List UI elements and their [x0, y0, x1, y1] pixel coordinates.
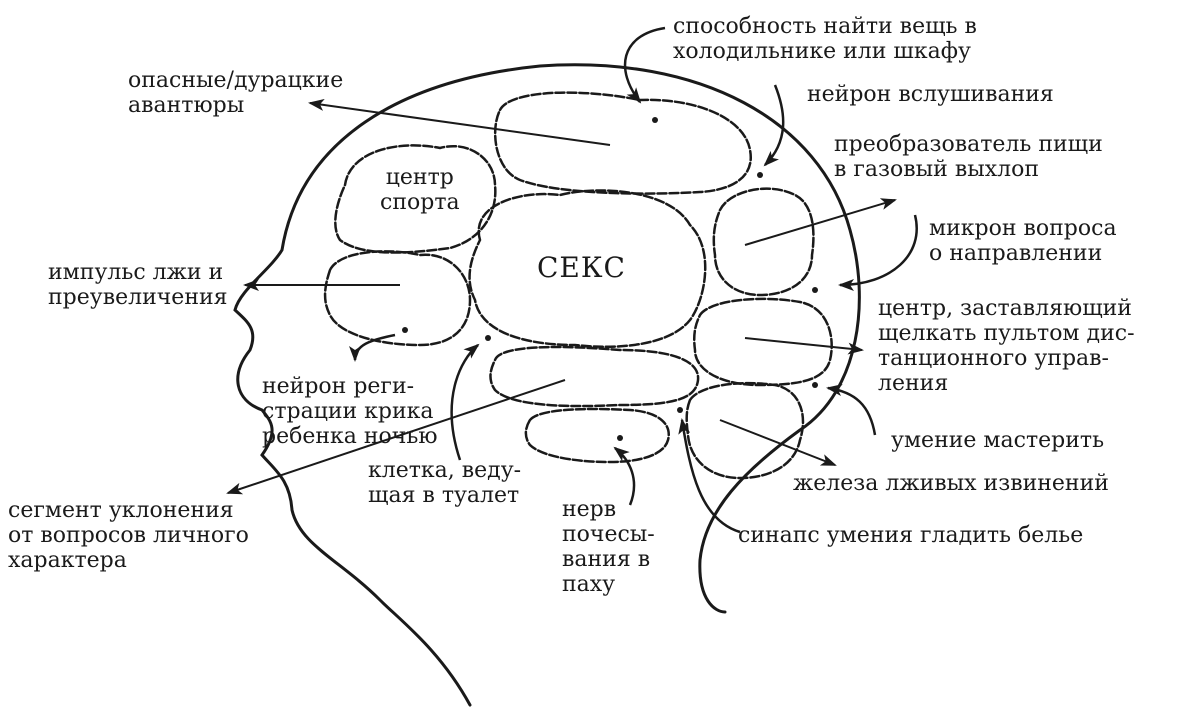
arrow-baby — [349, 333, 396, 362]
arrow-remote — [744, 337, 864, 355]
arrow-food — [744, 198, 897, 246]
label-scratch: нерв почесы- вания в паху — [562, 497, 655, 597]
arrow-directions — [838, 214, 918, 291]
arrow-apologies — [719, 419, 837, 466]
arrow-listening — [763, 84, 785, 167]
label-listening: нейрон вслушивания — [807, 82, 1054, 107]
arrow-adventures — [308, 98, 611, 146]
arrow-toilet — [450, 343, 480, 461]
label-toilet: клетка, веду- щая в туалет — [368, 458, 522, 508]
label-baby: нейрон реги- страции крика ребенка ночью — [262, 374, 438, 449]
label-directions: микрон вопроса о направлении — [929, 216, 1117, 266]
label-adventures: опасные/дурацкие авантюры — [128, 68, 344, 118]
lobe-sport — [334, 144, 497, 254]
lobe-top — [493, 91, 753, 195]
label-lies: импульс лжи и преувеличения — [48, 260, 228, 310]
center-label-sex: СЕКС — [537, 251, 626, 284]
label-remote: центр, заставляющий щелкать пультом дис-… — [878, 296, 1135, 396]
lobe-right-upper — [712, 187, 815, 297]
label-fridge: способность найти вещь в холодильнике ил… — [673, 14, 977, 64]
arrow-fridge — [623, 26, 666, 104]
lobe-lies — [323, 250, 472, 347]
label-food: преобразователь пищи в газовый выхлоп — [834, 132, 1103, 182]
head-outline — [233, 63, 861, 707]
lobe-right-mid — [692, 297, 833, 387]
label-sport: центр спорта — [380, 165, 460, 215]
lobe-low-right — [685, 381, 805, 480]
arrow-crafting — [826, 384, 877, 436]
arrow-personal — [226, 379, 566, 495]
label-ironing: синапс умения гладить белье — [738, 523, 1084, 548]
neuron-dots — [402, 117, 818, 441]
label-personal: сегмент уклонения от вопросов личного ха… — [8, 498, 249, 573]
arrow-scratch — [613, 446, 636, 506]
label-apologies: железа лживых извинений — [793, 471, 1109, 496]
lobe-low-center — [524, 407, 670, 464]
lobe-sex — [468, 189, 707, 348]
arrow-ironing — [678, 418, 741, 534]
label-crafting: умение мастерить — [891, 428, 1105, 453]
lobe-bottom — [489, 345, 700, 408]
